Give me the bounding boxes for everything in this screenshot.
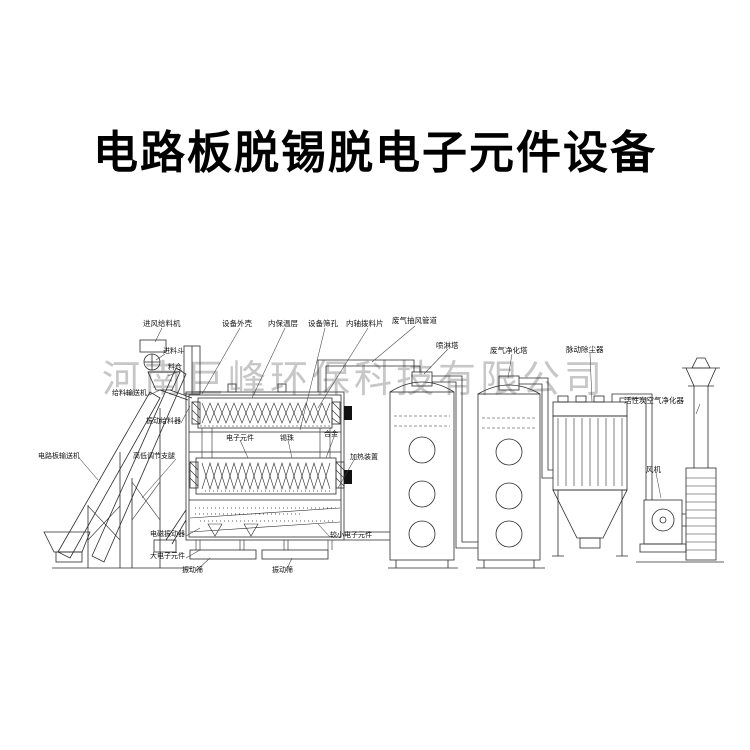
exhaust-duct-shape [317,359,421,541]
label-small-components: 较小电子元件 [330,530,372,539]
collector-fan-pipe [611,393,653,500]
label-equipment-shell: 设备外壳 [222,318,252,328]
label-gas-purification-tower: 废气净化塔 [490,345,528,355]
label-feeding-conveyor: 给料输送机 [112,388,147,397]
diagram-labels: 进风给料机 设备外壳 内保温层 设备筛孔 内轴拨料片 废气抽风管道 进料斗 料仓… [38,315,684,574]
label-inner-shaft-paddles: 内轴拨料片 [346,318,384,328]
label-electronic-components: 电子元件 [226,433,254,442]
dust-collector-shape [552,395,628,557]
label-spray-tower: 喷淋塔 [436,340,459,350]
feeder-assembly-shape [139,339,201,401]
pcb-conveyor-shape [43,367,192,569]
label-large-components: 大电子元件 [150,551,185,560]
label-pcb-conveyor: 电路板输送机 [38,451,80,460]
label-feed-hopper: 进料斗 [163,346,184,355]
label-height-adjust-legs: 高低调节支腿 [133,451,175,460]
label-em-vibrator: 电磁振动器 [150,529,185,538]
main-machine-shape [153,383,352,560]
label-exhaust-duct: 废气抽风管道 [392,315,437,325]
carbon-purifier-shape [636,357,724,563]
label-material-bin: 料仓 [168,362,182,371]
label-inner-insulation: 内保温层 [268,318,298,328]
label-vibrating-feeder: 振动给料器 [146,416,181,425]
label-tin-beads: 锡珠 [280,433,294,442]
label-equipment-sieve-holes: 设备筛孔 [308,318,338,328]
tower2-collector-pipe [519,377,553,479]
leader-lines [79,325,701,572]
label-vibrating-screen-1: 振动筛 [182,565,203,574]
fan-shape [639,499,687,553]
gas-purification-tower-shape [476,375,545,569]
spray-tower-shape [388,371,458,569]
tower1-tower2-pipe [432,375,478,549]
label-feed-fan-unit: 进风给料机 [143,318,181,328]
label-alloy: 合金 [324,429,338,438]
label-pulse-dust-collector: 脉动除尘器 [566,344,604,354]
page-title: 电路板脱锡脱电子元件设备 [92,127,657,178]
label-fan: 风机 [646,464,661,474]
label-carbon-air-purifier: 活性炭空气净化器 [624,395,684,405]
label-vibrating-screen-2: 振动筛 [272,565,293,574]
label-heating-device: 加热装置 [350,452,378,461]
